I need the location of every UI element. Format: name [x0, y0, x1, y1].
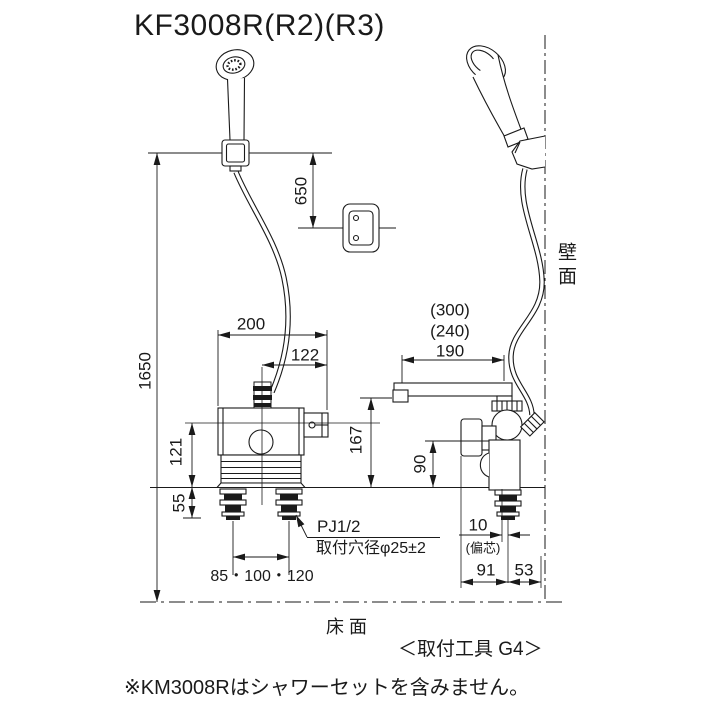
dim-240: (240) — [430, 321, 470, 341]
label-wall: 壁面 — [555, 242, 576, 290]
shower-head-front-icon — [215, 49, 255, 172]
valve-body-side — [460, 409, 545, 491]
dim-1650: 1650 — [135, 352, 155, 390]
label-tool: ＜取付工具 G4＞ — [398, 639, 543, 660]
dim-122: 122 — [290, 345, 320, 365]
footnote: ※KM3008Rはシャワーセットを含みません。 — [124, 677, 530, 699]
dim-190: 190 — [435, 341, 465, 361]
shower-hose-front — [233, 170, 291, 394]
dim-650: 650 — [291, 176, 311, 206]
mounting-legs-front — [219, 488, 303, 520]
dim-167: 167 — [346, 425, 366, 455]
mounting-leg-side — [494, 489, 522, 520]
dim-121: 121 — [166, 437, 186, 467]
dimension-lines-front — [153, 153, 440, 602]
front-view — [185, 49, 396, 520]
dim-91: 91 — [476, 560, 496, 580]
shower-hook-icon — [342, 203, 380, 253]
page-title: KF3008R(R2)(R3) — [134, 9, 385, 42]
dim-10-note: (偏芯) — [465, 540, 501, 556]
spout-side — [392, 382, 523, 412]
shower-hose-side — [508, 168, 545, 416]
side-view — [392, 45, 546, 520]
dim-10: 10 — [468, 515, 488, 535]
wall-bracket-side — [511, 135, 546, 170]
shower-head-side-icon — [466, 45, 529, 148]
label-pj: PJ1/2 — [317, 517, 361, 536]
label-floor: 床面 — [326, 617, 372, 637]
label-mounting-hole: 取付穴径φ25±2 — [316, 540, 426, 557]
dim-300: (300) — [430, 300, 470, 320]
dim-pitch: 85・100・120 — [210, 568, 314, 585]
dim-90: 90 — [410, 454, 430, 474]
faucet-body-front — [215, 381, 329, 489]
dim-55: 55 — [169, 493, 189, 513]
dim-200: 200 — [236, 314, 266, 334]
dim-53: 53 — [514, 560, 534, 580]
dimension-lines-side — [360, 355, 542, 588]
